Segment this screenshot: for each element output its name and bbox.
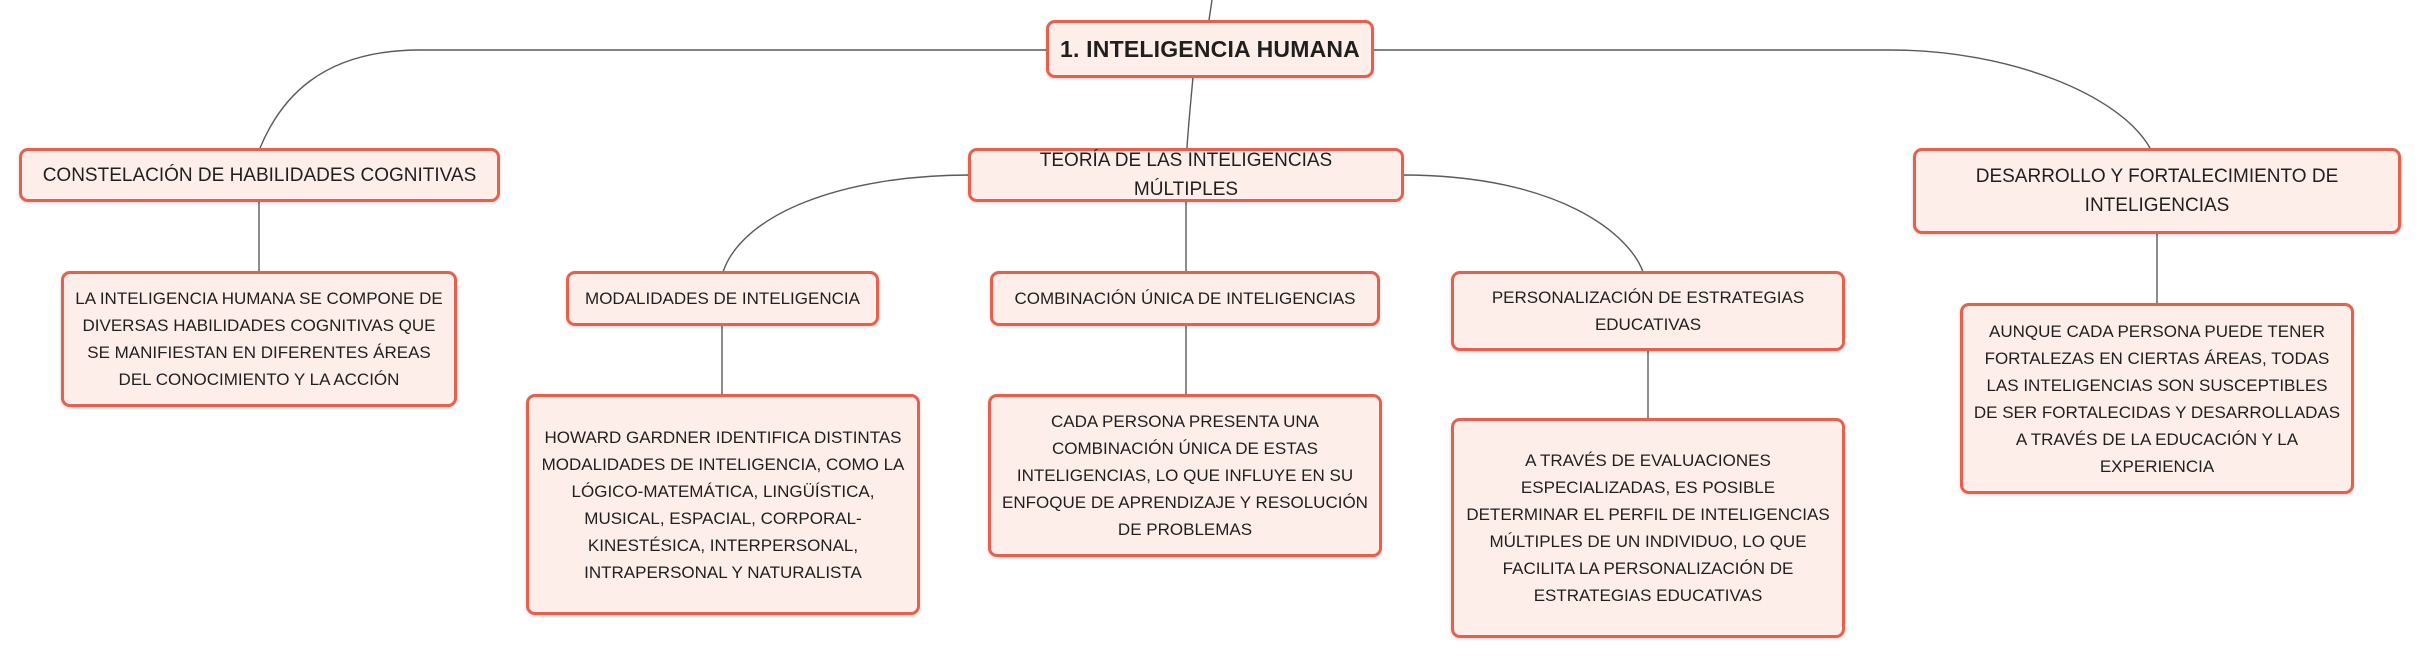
detail-desarrollo-text: AUNQUE CADA PERSONA PUEDE TENER FORTALEZ… [1973, 321, 2341, 476]
connector-teoria-to-modalidades [722, 174, 971, 273]
detail-personalizacion[interactable]: A TRAVÉS DE EVALUACIONES ESPECIALIZADAS,… [1451, 418, 1845, 638]
topic-desarrollo[interactable]: DESARROLLO Y FORTALECIMIENTO DE INTELIGE… [1913, 148, 2401, 234]
subtopic-modalidades[interactable]: MODALIDADES DE INTELIGENCIA [566, 271, 879, 326]
topic-desarrollo-label: DESARROLLO Y FORTALECIMIENTO DE INTELIGE… [1975, 166, 2339, 216]
topic-teoria-label: TEORÍA DE LAS INTELIGENCIAS MÚLTIPLES [1039, 150, 1333, 200]
subtopic-combinacion-label: COMBINACIÓN ÚNICA DE INTELIGENCIAS [1014, 289, 1356, 308]
topic-constelacion[interactable]: CONSTELACIÓN DE HABILIDADES COGNITIVAS [19, 148, 500, 202]
connector-root-to-constelacion [259, 49, 1046, 149]
connector-root-to-teoria [1186, 76, 1194, 149]
subtopic-combinacion[interactable]: COMBINACIÓN ÚNICA DE INTELIGENCIAS [990, 271, 1380, 326]
topic-teoria[interactable]: TEORÍA DE LAS INTELIGENCIAS MÚLTIPLES [968, 148, 1404, 202]
detail-combinacion[interactable]: CADA PERSONA PRESENTA UNA COMBINACIÓN ÚN… [988, 394, 1382, 557]
detail-modalidades[interactable]: HOWARD GARDNER IDENTIFICA DISTINTAS MODA… [526, 394, 920, 615]
detail-personalizacion-text: A TRAVÉS DE EVALUACIONES ESPECIALIZADAS,… [1466, 451, 1830, 605]
detail-desarrollo[interactable]: AUNQUE CADA PERSONA PUEDE TENER FORTALEZ… [1960, 303, 2354, 494]
subtopic-modalidades-label: MODALIDADES DE INTELIGENCIA [585, 289, 860, 308]
detail-combinacion-text: CADA PERSONA PRESENTA UNA COMBINACIÓN ÚN… [1002, 412, 1368, 539]
subtopic-personalizacion[interactable]: PERSONALIZACIÓN DE ESTRATEGIAS EDUCATIVA… [1451, 271, 1845, 351]
root-topic-label: 1. INTELIGENCIA HUMANA [1060, 35, 1360, 62]
connector-root-up [1208, 0, 1213, 21]
root-topic[interactable]: 1. INTELIGENCIA HUMANA [1046, 20, 1374, 78]
detail-constelacion[interactable]: LA INTELIGENCIA HUMANA SE COMPONE DE DIV… [61, 271, 457, 407]
detail-constelacion-text: LA INTELIGENCIA HUMANA SE COMPONE DE DIV… [75, 289, 443, 389]
topic-constelacion-label: CONSTELACIÓN DE HABILIDADES COGNITIVAS [42, 164, 477, 186]
connector-teoria-to-personalizacion [1401, 174, 1644, 273]
detail-modalidades-text: HOWARD GARDNER IDENTIFICA DISTINTAS MODA… [541, 427, 905, 582]
subtopic-personalizacion-label: PERSONALIZACIÓN DE ESTRATEGIAS EDUCATIVA… [1491, 288, 1805, 334]
connector-root-to-desarrollo [1373, 49, 2151, 149]
